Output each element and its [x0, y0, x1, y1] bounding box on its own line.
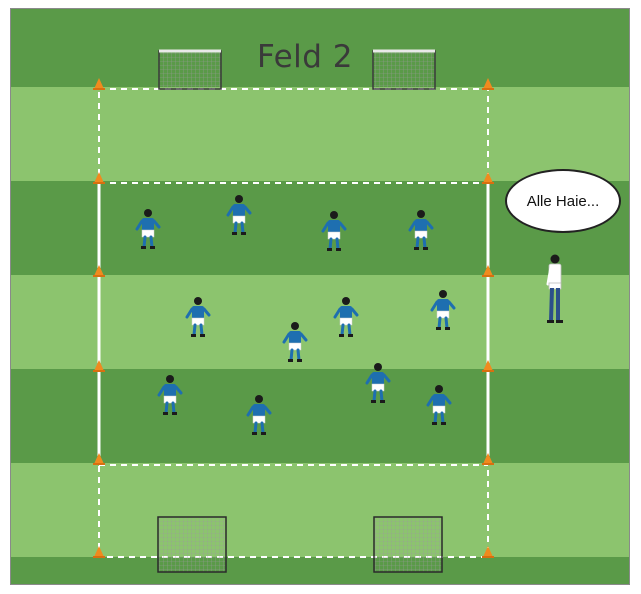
cone-icon — [482, 172, 494, 184]
cone-icon — [93, 265, 105, 277]
cone-icon — [482, 78, 494, 90]
goal-top-right — [373, 51, 435, 89]
cone-icon — [93, 453, 105, 465]
coach-icon — [547, 255, 563, 324]
goal-bottom-left — [158, 517, 226, 572]
player-icon — [284, 322, 306, 362]
player-icon — [428, 385, 450, 425]
player-icon — [187, 297, 209, 337]
player-icon — [367, 363, 389, 403]
coach-speech-bubble: Alle Haie... — [505, 169, 621, 233]
cone-icon — [93, 78, 105, 90]
goal-bottom-right — [374, 517, 442, 572]
player-icon — [410, 210, 432, 250]
coach-speech-text: Alle Haie... — [527, 193, 600, 210]
cone-icon — [93, 360, 105, 372]
player-icon — [137, 209, 159, 249]
player-icon — [335, 297, 357, 337]
drill-diagram: Feld 2 — [10, 8, 630, 585]
field-scene — [11, 9, 630, 585]
player-icon — [323, 211, 345, 251]
goal-top-left — [159, 51, 221, 89]
cone-icon — [482, 453, 494, 465]
player-icon — [432, 290, 454, 330]
cone-icon — [93, 546, 105, 558]
player-icon — [159, 375, 181, 415]
cone-icon — [482, 265, 494, 277]
cone-icon — [93, 172, 105, 184]
cone-icon — [482, 360, 494, 372]
cone-icon — [482, 546, 494, 558]
player-icon — [248, 395, 270, 435]
player-icon — [228, 195, 250, 235]
